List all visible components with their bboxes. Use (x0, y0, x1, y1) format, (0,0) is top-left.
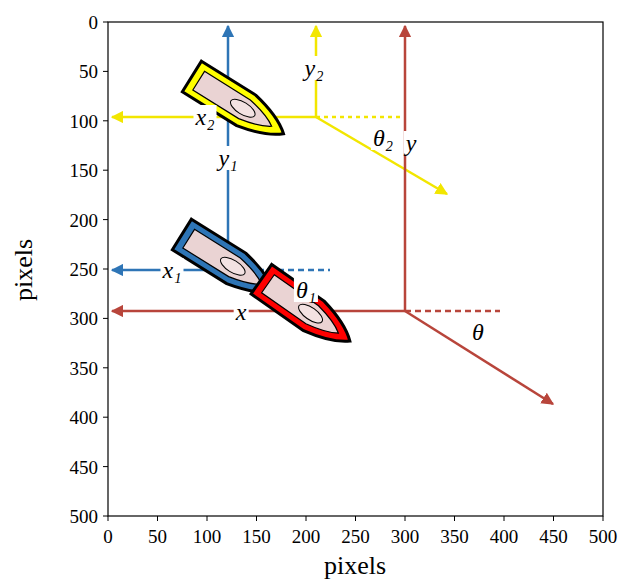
tick-mark (504, 516, 505, 521)
tick-mark (355, 516, 356, 521)
variable-label: y (404, 131, 419, 155)
tick-mark (454, 516, 455, 521)
variable-label: y₂ (303, 56, 326, 80)
x-tick-label: 100 (193, 527, 222, 546)
tick-mark (603, 516, 604, 521)
boat-frame-red (112, 26, 553, 404)
tick-mark (157, 516, 158, 521)
boat-yellow (182, 61, 293, 149)
variable-label: x₂ (194, 105, 217, 129)
y-tick-label: 250 (70, 260, 99, 279)
tick-mark (103, 22, 108, 23)
y-tick-label: 400 (70, 408, 99, 427)
axis-title: pixels (11, 239, 37, 301)
tick-mark (103, 71, 108, 72)
y-tick-label: 350 (70, 358, 99, 377)
tick-mark (103, 367, 108, 368)
tick-mark (553, 516, 554, 521)
tick-mark (103, 170, 108, 171)
boat-frame-yellow (112, 26, 447, 194)
y-tick-label: 200 (70, 210, 99, 229)
y-tick-label: 450 (70, 457, 99, 476)
y-tick-label: 0 (89, 13, 99, 32)
boat-frame-blue (112, 26, 330, 328)
tick-mark (207, 516, 208, 521)
tick-mark (108, 516, 109, 521)
x-tick-label: 200 (292, 527, 321, 546)
tick-mark (405, 516, 406, 521)
variable-label: θ (470, 320, 486, 344)
tick-mark (103, 219, 108, 220)
tick-mark (306, 516, 307, 521)
plot-frame (108, 22, 603, 516)
x-tick-label: 350 (440, 527, 469, 546)
x-tick-label: 450 (539, 527, 568, 546)
tick-mark (103, 466, 108, 467)
x-tick-label: 400 (490, 527, 519, 546)
tick-mark (103, 318, 108, 319)
y-tick-label: 100 (70, 111, 99, 130)
variable-label: x (234, 300, 249, 324)
axis-title: pixels (324, 553, 386, 579)
x-tick-label: 150 (242, 527, 271, 546)
y-tick-label: 300 (70, 309, 99, 328)
y-tick-label: 500 (70, 507, 99, 526)
tick-mark (103, 120, 108, 121)
tick-marks (103, 22, 603, 521)
variable-label: θ₁ (294, 278, 318, 302)
y-tick-label: 50 (79, 62, 98, 81)
x-tick-label: 0 (103, 527, 113, 546)
x-tick-label: 50 (148, 527, 167, 546)
x-tick-label: 300 (391, 527, 420, 546)
x-tick-label: 500 (589, 527, 618, 546)
tick-mark (103, 269, 108, 270)
tick-mark (256, 516, 257, 521)
y-tick-label: 150 (70, 161, 99, 180)
variable-label: θ₂ (371, 126, 395, 150)
variable-label: y₁ (217, 146, 240, 170)
tick-mark (103, 417, 108, 418)
variable-label: x₁ (161, 258, 184, 282)
x-tick-label: 250 (341, 527, 370, 546)
tick-mark (103, 516, 108, 517)
boat-red (251, 264, 360, 355)
